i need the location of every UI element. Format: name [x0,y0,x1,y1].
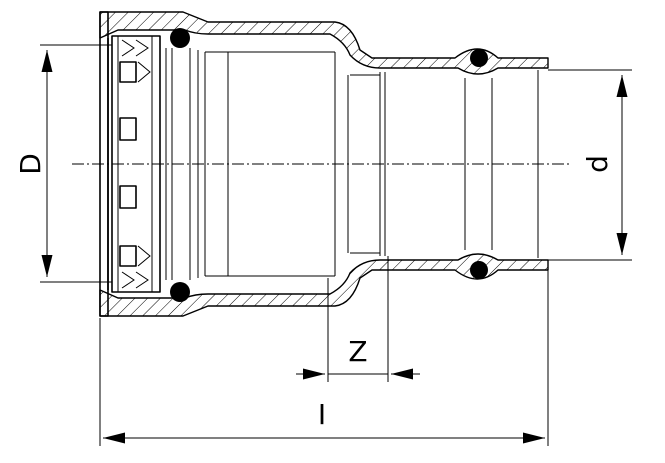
dimension-Z-label: Z [348,335,367,368]
dimension-I: I [99,270,549,446]
dimension-d: d [548,69,632,261]
dimension-Z: Z [296,256,420,382]
o-ring-lower-right [470,261,488,279]
dimension-D: D [14,44,112,283]
o-ring-upper-left [170,28,190,48]
upper-wall-section [99,11,549,75]
seal-rings [170,28,488,302]
o-ring-lower-left [170,282,190,302]
grip-teeth [119,39,151,289]
lower-wall-section [99,253,549,317]
dimension-D-label: D [14,153,47,175]
dimension-I-label: I [318,398,326,431]
dimension-d-label: d [581,155,614,173]
o-ring-upper-right [470,49,488,67]
